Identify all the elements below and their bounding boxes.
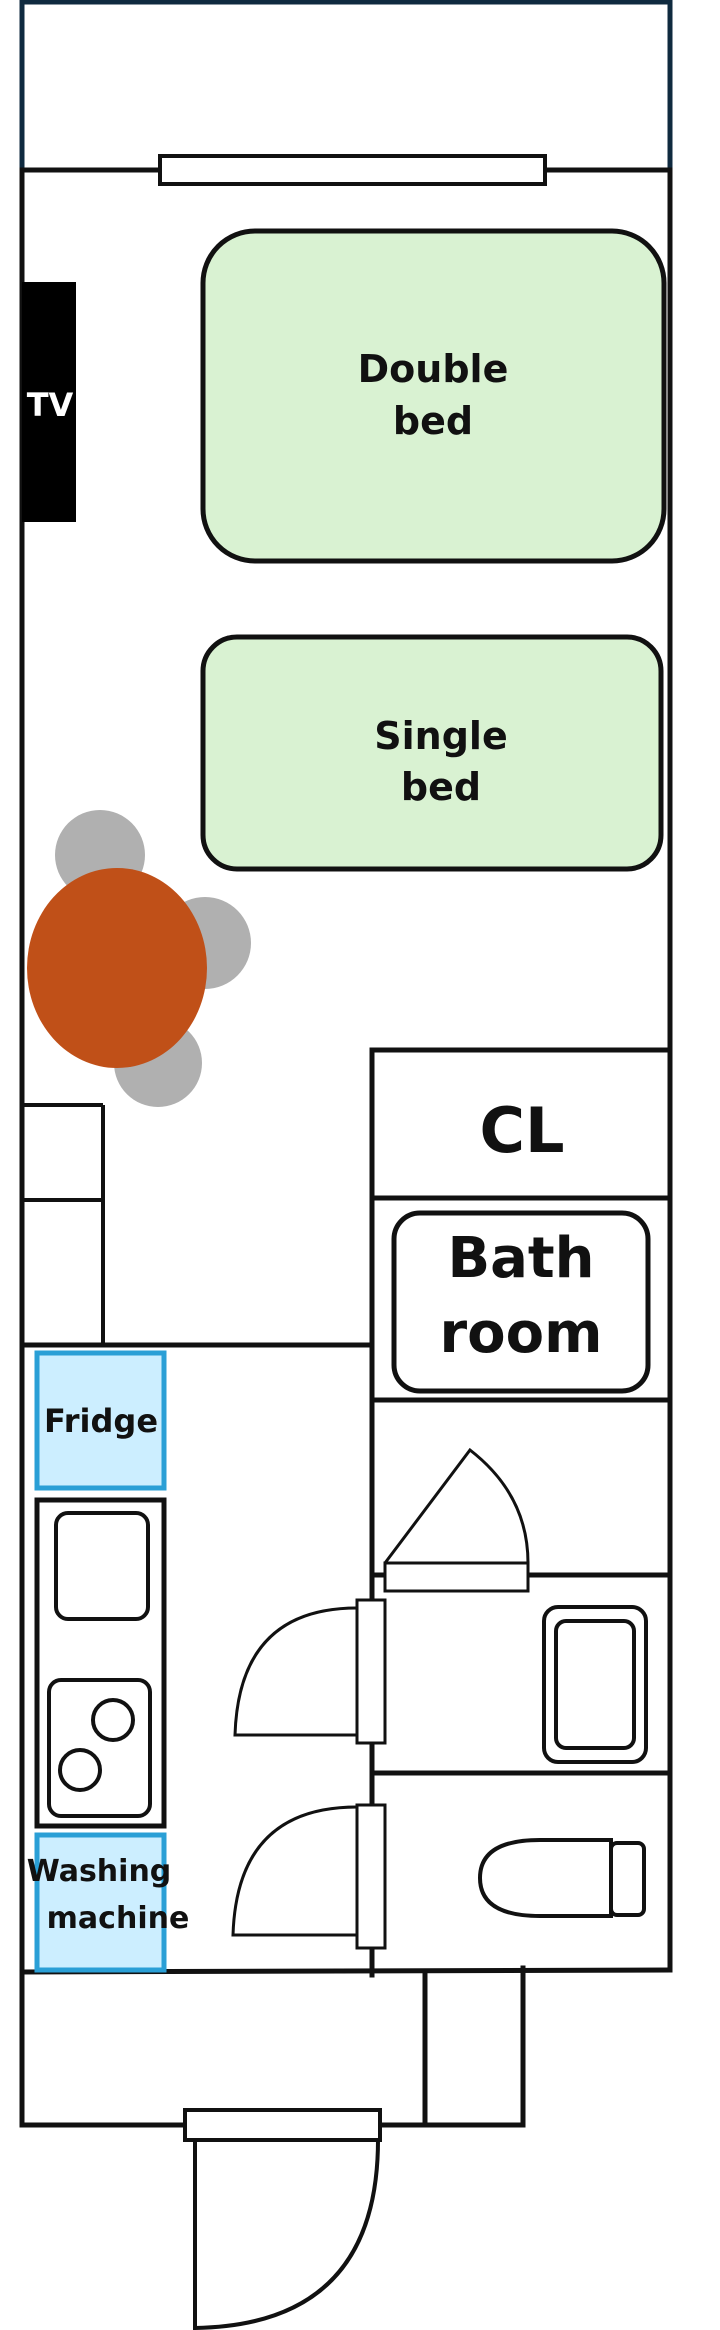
bathroom-label-line1: Bath xyxy=(447,1226,594,1291)
single-bed-label-line2: bed xyxy=(401,765,481,809)
storage-shelf xyxy=(22,1103,105,1345)
fridge-box xyxy=(34,1350,167,1491)
toilet-door-swing xyxy=(231,1805,358,1937)
double-bed-label-line1: Double xyxy=(358,347,509,391)
toilet-bowl xyxy=(477,1838,613,1918)
round-table xyxy=(27,868,207,1068)
toilet-door xyxy=(231,1803,387,1950)
bathroom-door xyxy=(383,1447,530,1593)
burner-top xyxy=(91,1698,135,1742)
bathroom-label-line2: room xyxy=(440,1301,603,1366)
toilet-door-panel xyxy=(355,1803,387,1950)
entrance-door xyxy=(183,2108,382,2330)
closet-label: CL xyxy=(479,1094,564,1167)
kitchen-counter xyxy=(34,1497,167,1829)
fridge-label: Fridge xyxy=(44,1402,158,1440)
balcony xyxy=(19,0,673,170)
washing-machine: Washing machine xyxy=(27,1832,190,1973)
tv-label: TV xyxy=(27,386,74,424)
washbasin xyxy=(542,1605,648,1764)
single-bed: Single bed xyxy=(200,634,664,872)
single-bed-shape xyxy=(200,634,664,872)
washroom-door-panel xyxy=(355,1598,387,1745)
entrance-door-frame xyxy=(183,2108,382,2142)
washing-machine-box xyxy=(34,1832,167,1973)
dining-set xyxy=(27,810,251,1107)
washroom-door xyxy=(233,1598,387,1745)
washbasin-inner xyxy=(554,1619,636,1750)
fridge: Fridge xyxy=(34,1350,167,1491)
bathroom: Bath room xyxy=(391,1210,651,1394)
burner-bottom xyxy=(58,1748,102,1792)
balcony-outline xyxy=(19,0,673,170)
double-bed-shape xyxy=(200,228,667,564)
entrance-door-swing xyxy=(193,2139,380,2330)
washing-machine-label-line2: machine xyxy=(47,1901,190,1936)
bathtub-outline xyxy=(391,1210,651,1394)
bathroom-door-panel xyxy=(383,1561,530,1593)
tv: TV xyxy=(22,282,76,522)
sink xyxy=(54,1511,150,1621)
window xyxy=(158,154,547,186)
stove xyxy=(47,1678,152,1818)
toilet-tank xyxy=(609,1841,646,1917)
single-bed-label-line1: Single xyxy=(374,714,507,758)
double-bed-label-line2: bed xyxy=(393,399,473,443)
double-bed: Double bed xyxy=(200,228,667,564)
washroom-door-swing xyxy=(233,1606,358,1737)
washing-machine-label-line1: Washing xyxy=(27,1854,172,1889)
toilet xyxy=(477,1838,646,1918)
bathroom-door-swing xyxy=(383,1447,530,1564)
tv-unit xyxy=(22,282,76,522)
